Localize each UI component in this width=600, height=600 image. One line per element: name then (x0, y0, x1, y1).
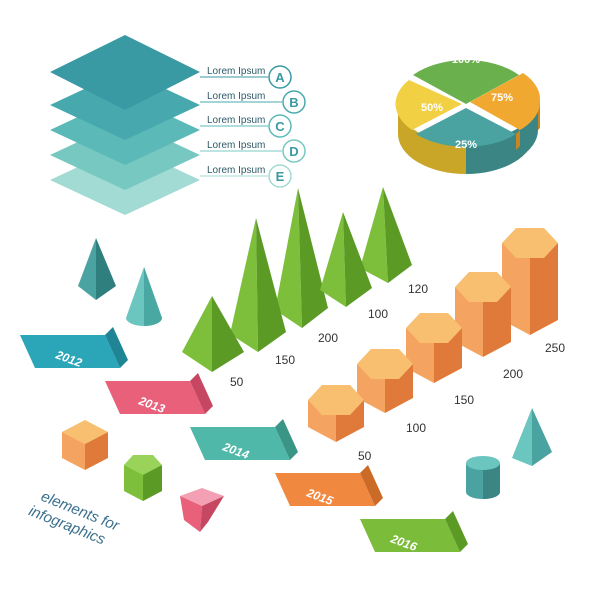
circle-c-icon (268, 114, 292, 138)
pyramid-50 (182, 296, 244, 372)
teal-pyramid-shape (78, 238, 116, 300)
pyramid-label-50: 50 (230, 375, 244, 389)
hex-bar-150 (406, 313, 462, 383)
pie-label-50: 50% (421, 102, 443, 114)
timeline: 2012 2013 2014 2015 2016 (20, 327, 468, 554)
circle-b-icon (282, 90, 306, 114)
pyramid-label-120: 120 (408, 282, 428, 296)
layer-letter-d: D (289, 144, 298, 159)
layer-label-c: Lorem Ipsum (207, 115, 265, 126)
layer-letter-e: E (276, 169, 285, 184)
teal-cylinder-shape (466, 456, 500, 499)
pie-label-100: 100% (452, 54, 480, 66)
timeline-2016: 2016 (360, 511, 468, 554)
layer-legend: Lorem Ipsum A Lorem Ipsum B Lorem Ipsum … (200, 65, 306, 188)
circle-a-icon (268, 65, 292, 89)
pyramid-label-100: 100 (368, 307, 388, 321)
layer-label-b: Lorem Ipsum (207, 91, 265, 102)
timeline-2012: 2012 (20, 327, 128, 370)
pie-slice-75 (470, 73, 541, 130)
hex-bar-100 (357, 349, 413, 413)
pie-slice-25 (416, 108, 516, 147)
pyramid-200 (275, 188, 328, 328)
layer-letter-b: B (289, 95, 298, 110)
timeline-2015: 2015 (275, 465, 383, 508)
pyramid-label-150: 150 (275, 353, 295, 367)
pie-label-25: 25% (455, 139, 477, 151)
hex-label-100: 100 (406, 421, 426, 435)
layer-letter-a: A (275, 70, 285, 85)
hex-bar-50 (308, 385, 364, 442)
pyramid-label-200: 200 (318, 331, 338, 345)
timeline-2014: 2014 (190, 419, 298, 462)
hex-label-200: 200 (503, 367, 523, 381)
teal-diamond-shape (512, 408, 552, 466)
hex-bar-chart: 50 100 150 200 250 (308, 228, 565, 463)
pie-slice-50 (395, 80, 462, 130)
hex-label-50: 50 (358, 449, 372, 463)
green-hex-prism-shape (124, 455, 162, 501)
pyramid-100 (320, 212, 372, 307)
hex-label-150: 150 (454, 393, 474, 407)
layer-label-e: Lorem Ipsum (207, 165, 265, 176)
pyramid-chart: 50 150 200 100 120 (182, 187, 428, 389)
pie-slice-100 (413, 60, 519, 104)
pink-prism-shape (180, 488, 224, 532)
orange-cube-shape (62, 420, 108, 470)
hex-label-250: 250 (545, 341, 565, 355)
teal-cone-shape (126, 267, 162, 326)
hex-bar-200 (455, 272, 511, 357)
layer-letter-c: C (275, 119, 285, 134)
layer-label-d: Lorem Ipsum (207, 140, 265, 151)
pie-3d: 100% 75% 25% 50% (395, 54, 541, 174)
pyramid-150 (230, 218, 286, 352)
pie-label-75: 75% (491, 92, 513, 104)
circle-e-icon (268, 164, 292, 188)
layer-label-a: Lorem Ipsum (207, 66, 265, 77)
layer-a (50, 35, 200, 110)
pyramid-120 (360, 187, 412, 283)
layer-stack (50, 35, 200, 215)
caption: elements for infographics (26, 488, 122, 549)
timeline-2013: 2013 (105, 373, 213, 416)
circle-d-icon (282, 139, 306, 163)
